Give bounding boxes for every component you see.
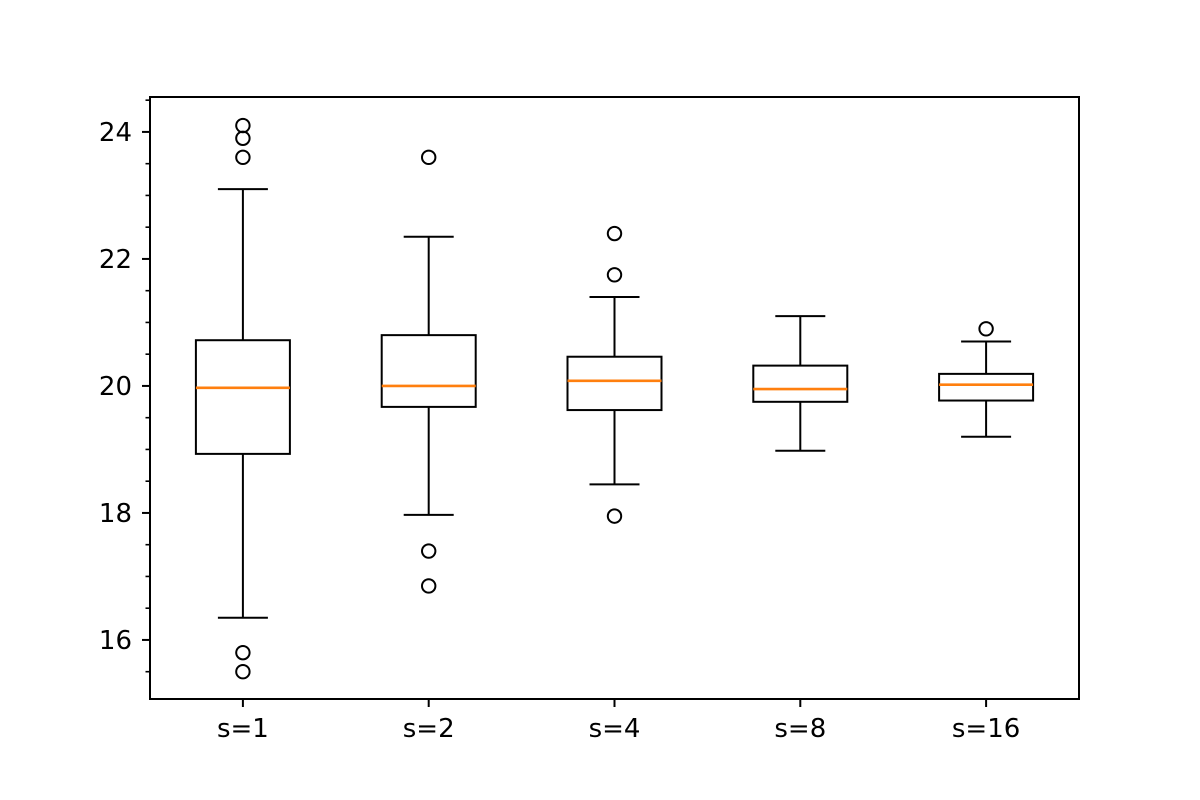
- outlier-s=16: [978, 321, 994, 337]
- box-s=1: [194, 339, 291, 455]
- x-tick-label: s=4: [589, 714, 641, 744]
- x-tick-label: s=8: [774, 714, 826, 744]
- box-s=4: [566, 355, 663, 412]
- y-tick-label: 16: [99, 626, 132, 656]
- y-tick-label: 22: [99, 245, 132, 275]
- box-s=16: [938, 372, 1035, 402]
- outlier-s=4: [606, 225, 623, 242]
- outlier-s=4: [606, 267, 623, 283]
- outlier-s=2: [421, 578, 437, 594]
- box-s=8: [752, 364, 849, 403]
- y-tick-label: 20: [99, 372, 132, 402]
- outlier-s=1: [235, 117, 251, 134]
- outlier-s=2: [421, 543, 437, 559]
- outlier-s=2: [421, 149, 437, 166]
- x-tick-label: s=1: [217, 714, 269, 744]
- outlier-s=1: [235, 644, 251, 661]
- outlier-s=1: [235, 149, 251, 166]
- y-tick-label: 18: [99, 499, 132, 529]
- outlier-s=1: [235, 663, 251, 680]
- box-s=2: [380, 334, 477, 408]
- x-tick-label: s=16: [952, 714, 1020, 744]
- axes-spines: [149, 96, 1080, 700]
- x-tick-label: s=2: [403, 714, 455, 744]
- y-tick-label: 24: [99, 118, 132, 148]
- outlier-s=1: [235, 130, 251, 146]
- outlier-s=4: [606, 508, 623, 524]
